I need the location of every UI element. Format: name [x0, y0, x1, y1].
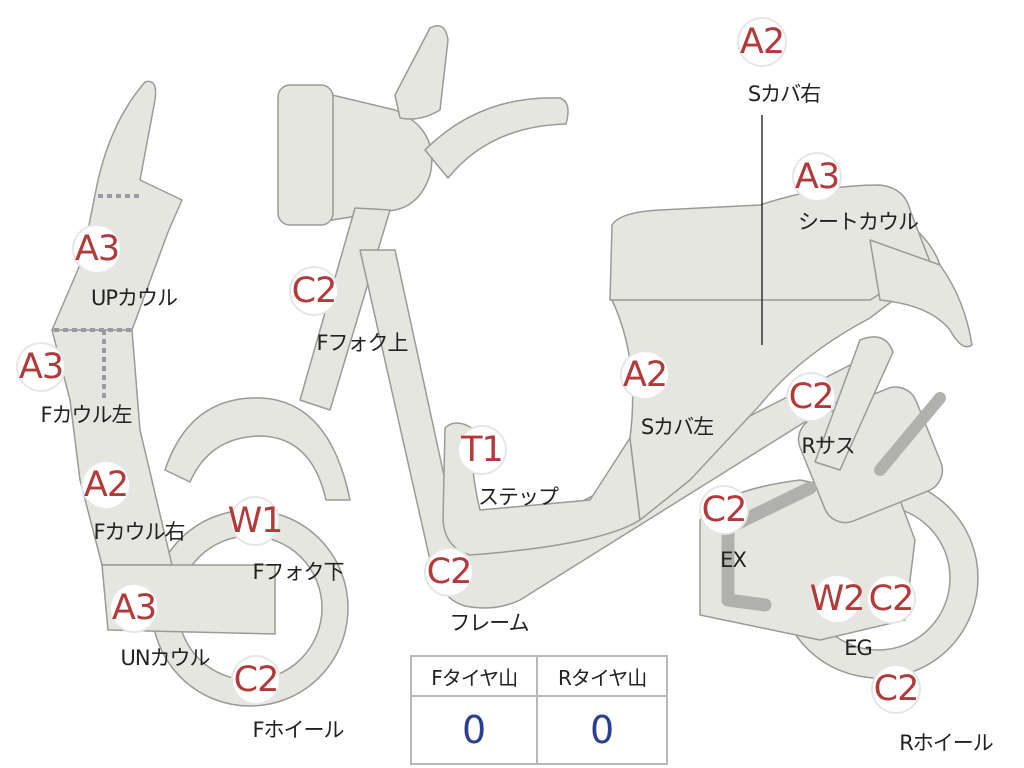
exhaust-pipe-shape	[721, 481, 817, 612]
frame-grade-badge[interactable]: C2	[426, 549, 472, 595]
r-sus-grade: C2	[788, 376, 835, 417]
eg-label: EG	[844, 636, 873, 660]
s-cover-right-grade-badge[interactable]: A2	[739, 19, 785, 65]
un-cowl-grade-badge[interactable]: A3	[111, 585, 157, 631]
f-fork-lower-grade: W1	[227, 500, 284, 541]
r-wheel-grade-badge[interactable]: C2	[873, 666, 919, 712]
eg-grade-badge-1[interactable]: W2	[810, 576, 865, 622]
f-fork-lower-grade-badge[interactable]: W1	[228, 498, 283, 544]
seat-cowl-grade: A3	[794, 156, 840, 197]
s-cover-right-grade: A2	[739, 21, 785, 62]
s-cover-right-label: Sカバ右	[747, 82, 821, 106]
r-wheel-label: Rホイール	[899, 731, 994, 755]
up-cowl-grade-badge[interactable]: A3	[74, 226, 120, 272]
s-cover-left-grade: A2	[622, 354, 668, 395]
ex-grade-badge[interactable]: C2	[701, 487, 747, 533]
frame-label: フレーム	[449, 611, 529, 635]
f-fork-upper-grade: C2	[291, 270, 338, 311]
un-cowl-grade: A3	[111, 587, 157, 628]
tire-tread-header-row: Fタイヤ山 Rタイヤ山	[409, 655, 668, 697]
seat-cowl-grade-badge[interactable]: A3	[794, 154, 840, 200]
eg-grade-badge-2[interactable]: C2	[868, 576, 914, 622]
up-cowl-grade: A3	[74, 228, 120, 269]
f-wheel-grade-badge[interactable]: C2	[233, 657, 279, 703]
ex-label: EX	[720, 548, 747, 572]
step-grade-badge[interactable]: T1	[459, 427, 505, 473]
r-sus-grade-badge[interactable]: C2	[788, 374, 834, 420]
f-cowl-left-grade: A3	[18, 346, 64, 387]
s-cover-left-label: Sカバ左	[640, 415, 714, 439]
eg-grade-2: C2	[868, 578, 915, 619]
r-wheel-grade: C2	[873, 668, 920, 709]
r-sus-label: Rサス	[801, 434, 855, 458]
f-fork-lower-label: Fフォク下	[252, 560, 344, 584]
ex-grade: C2	[701, 489, 748, 530]
f-cowl-right-grade: A2	[83, 464, 129, 505]
front-fender-shape	[164, 397, 351, 501]
grip-left-shape	[277, 84, 334, 226]
front-tire-value[interactable]: 0	[409, 695, 539, 765]
step-label: ステップ	[478, 485, 559, 509]
eg-grade-1: W2	[809, 578, 866, 619]
rear-tire-header: Rタイヤ山	[536, 655, 668, 697]
f-cowl-left-grade-badge[interactable]: A3	[18, 344, 64, 390]
f-cowl-right-grade-badge[interactable]: A2	[83, 462, 129, 508]
step-grade: T1	[461, 429, 504, 470]
f-fork-upper-label: Fフォク上	[316, 331, 408, 355]
mirror-shape	[394, 25, 449, 120]
f-cowl-left-label: Fカウル左	[40, 403, 132, 427]
tire-tread-value-row: 0 0	[409, 695, 668, 765]
f-cowl-right-label: Fカウル右	[93, 520, 185, 544]
handlebar-right-shape	[424, 97, 569, 179]
s-cover-left-grade-badge[interactable]: A2	[622, 352, 668, 398]
front-tire-header: Fタイヤ山	[409, 655, 539, 697]
frame-grade: C2	[426, 551, 473, 592]
swing-arm-shape	[814, 336, 894, 471]
f-fork-upper-grade-badge[interactable]: C2	[291, 268, 337, 314]
tire-tread-table: Fタイヤ山 Rタイヤ山 0 0	[409, 655, 668, 765]
up-cowl-label: UPカウル	[90, 286, 178, 310]
un-cowl-label: UNカウル	[120, 646, 210, 670]
seat-cowl-shape	[869, 239, 973, 348]
f-wheel-label: Fホイール	[252, 718, 344, 742]
rear-tire-value[interactable]: 0	[536, 695, 668, 765]
f-wheel-grade: C2	[233, 659, 280, 700]
seat-cowl-label: シートカウル	[798, 210, 919, 234]
shock-spring-shape	[874, 392, 946, 476]
